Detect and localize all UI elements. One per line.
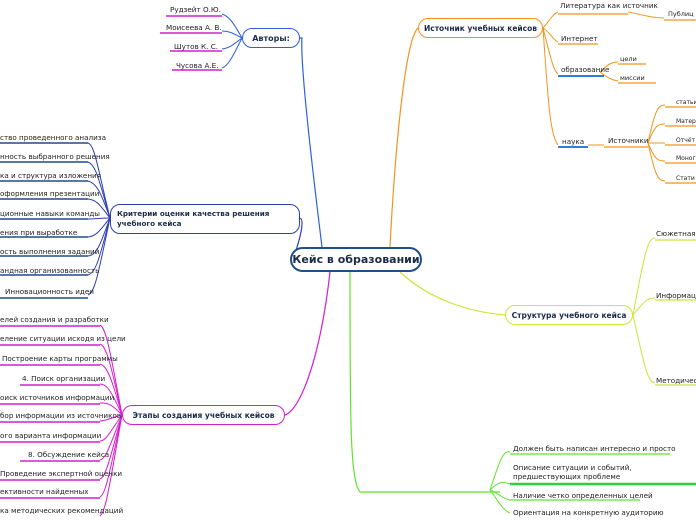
stage-item[interactable]: Построение карты программы (2, 354, 118, 363)
criteria-item[interactable]: ка и структура изложения (0, 171, 102, 180)
structure-title: Структура учебного кейса (511, 310, 627, 320)
author-item[interactable]: Моисеева А. В. (166, 23, 222, 32)
requirement-item[interactable]: Ориентация на конкретную аудиторию (513, 508, 664, 517)
criteria-item[interactable]: андная организованность (0, 266, 100, 275)
source-publications[interactable]: Публиц (668, 10, 694, 18)
criteria-item[interactable]: Инновационность идеи (5, 287, 94, 296)
criteria-node[interactable]: Критерии оценки качества решения учебног… (110, 204, 300, 234)
education-item[interactable]: цели (620, 55, 637, 63)
sources-item[interactable]: статьи (676, 99, 696, 106)
requirement-item[interactable]: Должен быть написан интересно и просто (513, 444, 676, 453)
stage-item[interactable]: 8. Обсуждение кейса (28, 450, 110, 459)
education-item[interactable]: миссии (620, 74, 645, 82)
requirement-item[interactable]: Описание ситуации и событий, предшествую… (513, 463, 632, 481)
connector-stages (284, 271, 331, 416)
stage-item[interactable]: 4. Поиск организации (22, 374, 106, 383)
connector-authors (297, 37, 323, 248)
criteria-item[interactable]: нность выбранного решения (0, 152, 110, 161)
connector-source (389, 27, 419, 248)
stage-item[interactable]: бор информации из источников (0, 411, 122, 420)
author-item[interactable]: Рудзейт О.Ю. (170, 5, 221, 14)
structure-item[interactable]: Методичес (656, 376, 696, 385)
stages-node[interactable]: Этапы создания учебных кейсов (122, 405, 285, 425)
central-topic[interactable]: Кейс в образовании (290, 247, 422, 272)
criteria-item[interactable]: ство проведенного анализа (0, 133, 107, 142)
sources-item[interactable]: Стати (676, 175, 695, 182)
author-item[interactable]: Шутов К. С. (174, 42, 219, 51)
source-education[interactable]: образование (561, 65, 610, 74)
criteria-item[interactable]: ционные навыки команды (0, 209, 100, 218)
criteria-item[interactable]: ость выполнения заданий (0, 247, 100, 256)
requirement-item[interactable]: Наличие четко определенных целей (513, 491, 653, 500)
structure-item[interactable]: Информац (656, 291, 696, 300)
authors-node[interactable]: Авторы: (242, 28, 300, 48)
connector-requirements (349, 271, 500, 493)
criteria-item[interactable]: ения при выработке (0, 228, 78, 237)
source-sources-label[interactable]: Источники (608, 136, 649, 145)
authors-title: Авторы: (252, 33, 290, 43)
criteria-item[interactable]: оформления презентации (0, 189, 100, 198)
stage-item[interactable]: ективности найденных (0, 487, 89, 496)
sources-item[interactable]: Матер (676, 118, 696, 125)
stage-item[interactable]: оиск источников информации (0, 393, 115, 402)
source-node[interactable]: Источник учебных кейсов (418, 18, 543, 38)
stage-item[interactable]: еление ситуации исходя из цели (0, 334, 126, 343)
sources-item[interactable]: Отчёт (676, 137, 695, 144)
author-item[interactable]: Чусова А.Е. (176, 61, 219, 70)
source-science[interactable]: наука (562, 137, 585, 146)
source-title: Источник учебных кейсов (423, 23, 538, 33)
connector-structure (399, 271, 506, 316)
source-internet[interactable]: Интернет (561, 34, 598, 43)
criteria-title: Критерии оценки качества решения учебног… (117, 209, 270, 228)
stage-item[interactable]: ка методических рекомендаций (0, 506, 124, 515)
stage-item[interactable]: елей создания и разработки (0, 315, 109, 324)
sources-item[interactable]: Моног (676, 155, 696, 162)
central-topic-label: Кейс в образовании (292, 253, 420, 266)
stage-item[interactable]: ого варианта информации (0, 431, 102, 440)
stage-item[interactable]: Проведение экспертной оценки (0, 469, 123, 478)
structure-node[interactable]: Структура учебного кейса (505, 305, 633, 325)
source-literature[interactable]: Литература как источник (560, 1, 658, 10)
structure-item[interactable]: Сюжетная ч (656, 229, 696, 238)
stages-title: Этапы создания учебных кейсов (132, 410, 275, 420)
